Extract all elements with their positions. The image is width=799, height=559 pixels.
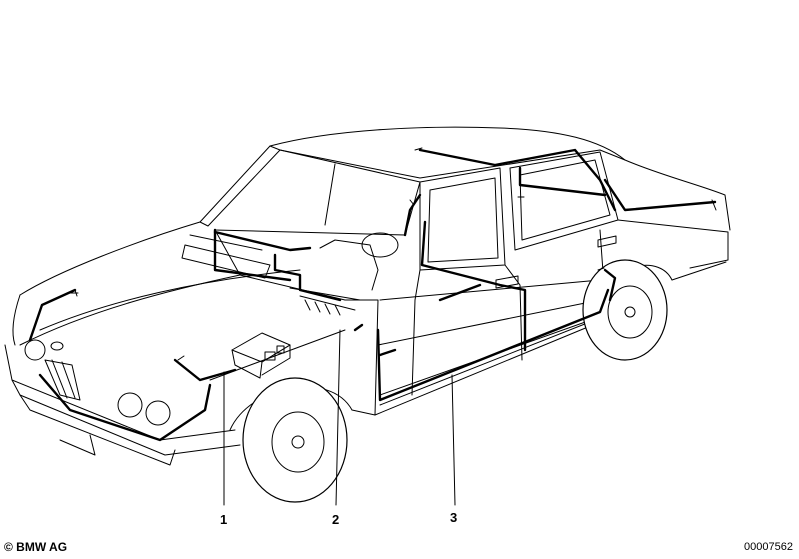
- image-number: 00007562: [744, 541, 793, 553]
- front-wheel: [242, 377, 348, 503]
- wiring-harness: [28, 147, 717, 442]
- control-unit: [231, 332, 291, 379]
- callout-3: 3: [450, 510, 457, 525]
- callout-1: 1: [220, 512, 227, 527]
- copyright-label: © BMW AG: [4, 540, 68, 554]
- callout-leaders: [223, 329, 456, 506]
- callout-2: 2: [332, 512, 339, 527]
- rear-wheel: [582, 259, 668, 361]
- interior-details: [181, 232, 399, 291]
